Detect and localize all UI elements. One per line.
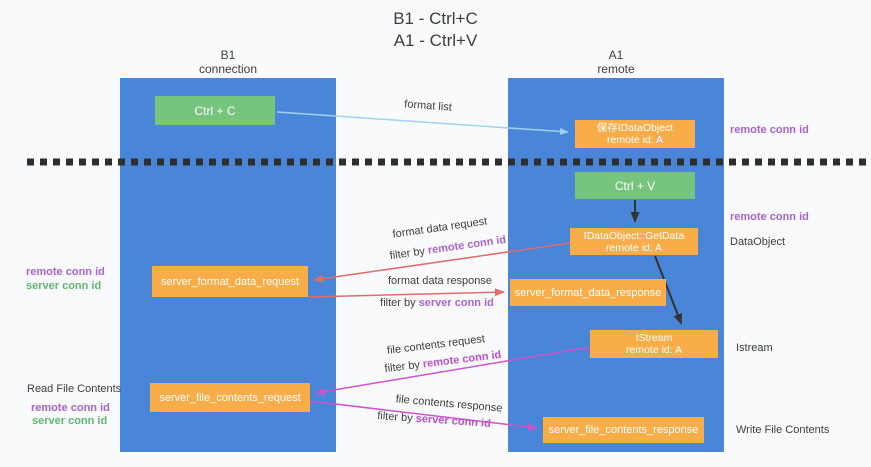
title-line-2: A1 - Ctrl+V [393,31,478,50]
node-istream-line1: IStream [635,332,673,344]
label-right-remote-conn-id-top: remote conn id [730,124,809,136]
node-save-idataobject-line2: remote id: A [606,134,664,146]
node-ctrl-v: Ctrl + V [575,172,695,199]
lane-b1-header: B1 connection [120,48,336,76]
lane-a1-header: A1 remote [508,48,724,76]
lane-a1-role: remote [597,62,635,76]
label-format-data-response: format data response [388,275,492,287]
label-filter-by-server-conn-id-1: filter by server conn id [377,297,497,310]
node-save-idataobject-line1: 保存IDataObject [596,122,674,134]
filter-key-server-conn-id: server conn id [418,297,494,309]
node-save-idataobject: 保存IDataObject remote id: A [575,120,695,148]
lane-a1-name: A1 [608,48,624,62]
filter-key-remote-conn-id: remote conn id [427,233,507,257]
label-istream: Istream [736,342,773,354]
filter-prefix: filter by [376,410,417,425]
label-format-list: format list [403,98,453,114]
diagram-title: B1 - Ctrl+C A1 - Ctrl+V [0,8,871,52]
node-istream-line2: remote id: A [625,344,683,356]
node-ctrl-c: Ctrl + C [155,96,275,125]
node-server-format-data-request: server_format_data_request [152,266,308,297]
label-read-file-contents: Read File Contents [27,383,122,395]
node-format-response-label: server_format_data_response [514,286,662,299]
filter-prefix: filter by [383,358,424,376]
node-file-response-label: server_file_contents_response [548,424,699,436]
lane-b1-role: connection [198,62,258,76]
node-file-request-label: server_file_contents_request [159,391,301,404]
label-left-remote-conn-id: remote conn id [26,266,105,278]
label-left-server-conn-id: server conn id [26,280,102,292]
node-idataobject-getdata: IDataObject::GetData remote id: A [570,228,698,255]
title-line-1: B1 - Ctrl+C [393,9,478,28]
filter-key-server-conn-id: server conn id [415,412,492,430]
label-dataobject: DataObject [730,236,786,248]
node-getdata-line1: IDataObject::GetData [583,229,685,242]
node-istream: IStream remote id: A [590,330,718,358]
label-left-server-conn-id-2: server conn id [32,415,108,427]
label-write-file-contents: Write File Contents [736,424,830,436]
node-format-request-label: server_format_data_request [160,275,300,288]
node-ctrl-c-label: Ctrl + C [194,103,236,118]
node-server-file-contents-response: server_file_contents_response [543,417,704,443]
node-server-file-contents-request: server_file_contents_request [150,383,310,412]
node-server-format-data-response: server_format_data_response [510,279,666,306]
node-getdata-line2: remote id: A [605,241,663,254]
label-right-remote-conn-id-mid: remote conn id [730,211,809,223]
lane-b1-name: B1 [220,48,236,62]
filter-prefix: filter by [380,297,419,309]
filter-prefix: filter by [388,244,429,263]
label-left-remote-conn-id-2: remote conn id [31,402,110,414]
node-ctrl-v-label: Ctrl + V [614,178,656,193]
